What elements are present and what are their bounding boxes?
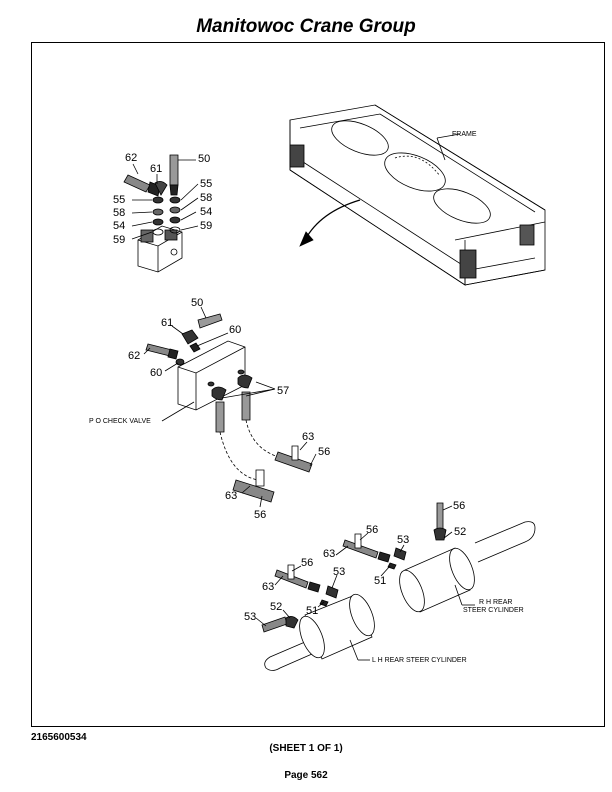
callout-56: 56 [453,500,465,512]
callout-54: 54 [200,206,212,218]
sheet-indicator: (SHEET 1 OF 1) [269,743,343,754]
callout-58: 58 [113,207,125,219]
callout-56: 56 [301,557,313,569]
callout-54: 54 [113,220,125,232]
callout-62: 62 [128,350,140,362]
callout-62: 62 [125,152,137,164]
callout-55: 55 [113,194,125,206]
callout-50: 50 [198,153,210,165]
po-check-valve-assembly [143,306,317,508]
rh-rear-label-line1: R H REAR [479,599,512,606]
frame-label: FRAME [452,131,477,138]
rear-steer-cylinders [255,502,536,671]
po-check-valve-label: P O CHECK VALVE [89,418,151,425]
callout-51: 51 [374,575,386,587]
callout-56: 56 [366,524,378,536]
callout-51: 51 [306,605,318,617]
callout-59: 59 [113,234,125,246]
callout-63: 63 [323,548,335,560]
callout-53: 53 [244,611,256,623]
part-number: 2165600534 [31,732,87,743]
callout-61: 61 [161,317,173,329]
callout-60: 60 [229,324,241,336]
callout-63: 63 [302,431,314,443]
check-valve-exploded-detail [123,154,199,273]
callout-53: 53 [397,534,409,546]
lh-rear-label: L H REAR STEER CYLINDER [372,657,467,664]
rh-rear-label-line2: STEER CYLINDER [463,607,524,614]
crane-frame-drawing [289,104,546,286]
callout-58: 58 [200,192,212,204]
callout-60: 60 [150,367,162,379]
callout-55: 55 [200,178,212,190]
callout-53: 53 [333,566,345,578]
callout-50: 50 [191,297,203,309]
callout-61: 61 [150,163,162,175]
callout-52: 52 [270,601,282,613]
callout-59: 59 [200,220,212,232]
callout-52: 52 [454,526,466,538]
callout-63: 63 [262,581,274,593]
page-title: Manitowoc Crane Group [196,16,416,37]
diagram-frame [31,42,605,727]
page-number: Page 562 [284,770,328,781]
callout-56: 56 [318,446,330,458]
callout-57: 57 [277,385,289,397]
callout-56: 56 [254,509,266,521]
callout-63: 63 [225,490,237,502]
